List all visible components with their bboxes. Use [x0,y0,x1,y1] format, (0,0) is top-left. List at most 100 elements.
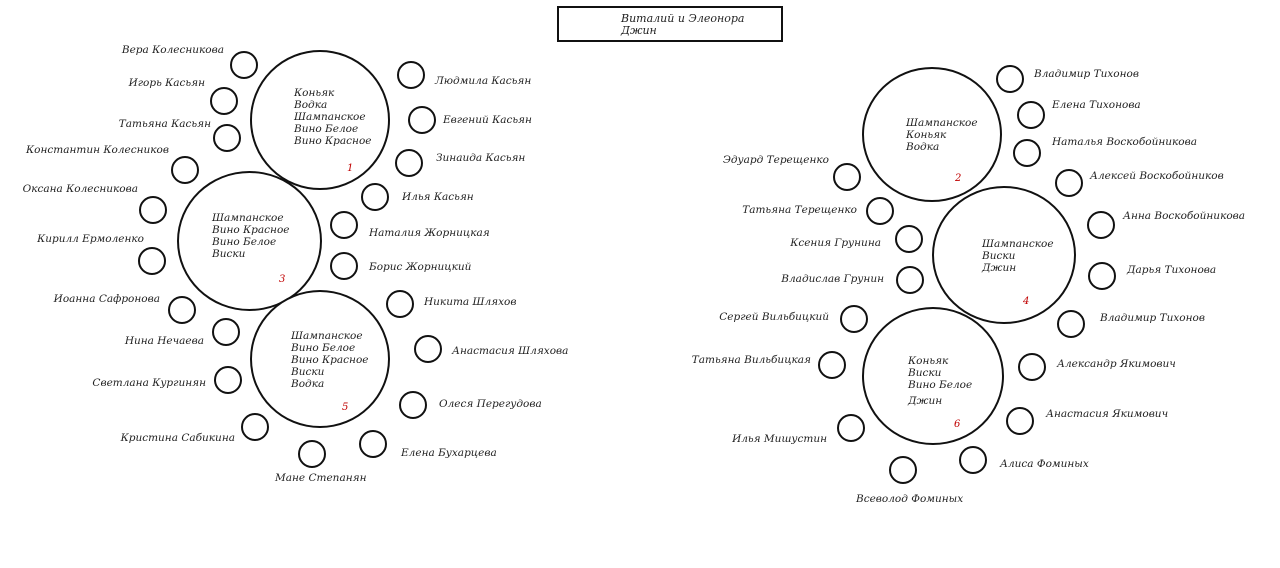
table-3-number: 3 [279,274,286,285]
table-3-drink: Виски [212,248,246,260]
guest-name: Мане Степанян [275,472,367,484]
guest-name: Илья Мишустин [732,433,827,445]
guest-name: Всеволод Фоминых [856,493,964,505]
guest-name: Наталия Жорницкая [369,227,490,239]
guest-name: Владимир Тихонов [1034,68,1139,80]
guest-name: Татьяна Вильбицкая [691,354,811,366]
table-6-number: 6 [954,419,961,430]
seat [171,156,199,184]
seat [889,456,917,484]
guest-name: Олеся Перегудова [439,398,542,410]
table-6-drink: Виски [908,367,942,379]
table-1-drink: Вино Красное [294,135,372,147]
seat [1055,169,1083,197]
guest-name: Вера Колесникова [121,44,224,56]
table-1-drink: Водка [294,99,328,111]
table-1-drink: Вино Белое [294,123,359,135]
seat [1087,211,1115,239]
newlyweds-names: Виталий и Элеонора [621,12,745,25]
seat [818,351,846,379]
guest-name: Константин Колесников [26,144,169,156]
seat [230,51,258,79]
seat [213,124,241,152]
table-4-number: 4 [1023,296,1030,307]
table-2 [862,67,1002,202]
table-5-drink: Водка [291,378,325,390]
guest-name: Анастасия Шляхова [452,345,569,357]
seat [866,197,894,225]
table-4 [932,186,1076,324]
seat [212,318,240,346]
seat [210,87,238,115]
seat [408,106,436,134]
seat [1017,101,1045,129]
guest-name: Игорь Касьян [128,77,205,89]
table-2-drink: Шампанское [906,117,978,129]
guest-name: Ксения Грунина [790,237,881,249]
seat [330,252,358,280]
table-2-number: 2 [955,173,962,184]
table-2-drink: Коньяк [906,129,947,141]
guest-name: Оксана Колесникова [22,183,138,195]
guest-name: Кристина Сабикина [120,432,235,444]
table-5-drink: Шампанское [291,330,363,342]
table-1-drink: Коньяк [294,87,335,99]
seat [138,247,166,275]
seat [1006,407,1034,435]
guest-name: Алиса Фоминых [1000,458,1089,470]
seat [395,149,423,177]
guest-name: Сергей Вильбицкий [719,311,829,323]
seat [1088,262,1116,290]
guest-name: Зинаида Касьян [436,152,526,164]
seat [330,211,358,239]
table-5-drink: Вино Белое [291,342,356,354]
table-6 [862,307,1004,445]
seat [214,366,242,394]
guest-name: Евгений Касьян [443,114,532,126]
seat [959,446,987,474]
table-5-drink: Вино Красное [291,354,369,366]
guest-name: Дарья Тихонова [1127,264,1217,276]
table-3 [177,171,322,311]
seat [298,440,326,468]
table-5-drink: Виски [291,366,325,378]
seat [399,391,427,419]
guest-name: Татьяна Терещенко [742,204,857,216]
seat [386,290,414,318]
guest-name: Илья Касьян [402,191,474,203]
guest-name: Владимир Тихонов [1100,312,1205,324]
table-5 [250,290,390,428]
guest-name: Иоанна Сафронова [53,293,160,305]
seat [359,430,387,458]
table-3-drink: Вино Белое [212,236,277,248]
guest-name: Елена Бухарцева [401,447,497,459]
guest-name: Нина Нечаева [124,335,204,347]
guest-name: Елена Тихонова [1052,99,1141,111]
table-1-drink: Шампанское [294,111,366,123]
seat [837,414,865,442]
guest-name: Никита Шляхов [424,296,517,308]
guest-name: Наталья Воскобойникова [1052,136,1197,148]
seat [896,266,924,294]
seat [1013,139,1041,167]
seat [361,183,389,211]
guest-name: Татьяна Касьян [118,118,211,130]
table-3-drink: Шампанское [212,212,284,224]
guest-name: Алексей Воскобойников [1090,170,1224,182]
seat [1018,353,1046,381]
guest-name: Анна Воскобойникова [1123,210,1246,222]
newlyweds-drink: Джин [621,24,657,37]
table-1 [250,50,390,190]
table-5-number: 5 [342,402,349,413]
seat [139,196,167,224]
seat [895,225,923,253]
seat [840,305,868,333]
table-4-drink: Джин [982,262,1017,274]
newlyweds-box: Виталий и Элеонора Джин [557,6,783,42]
table-2-drink: Водка [906,141,940,153]
table-6-drink: Коньяк [908,355,949,367]
table-1-number: 1 [347,163,354,174]
seat [414,335,442,363]
guest-name: Александр Якимович [1057,358,1176,370]
seat [1057,310,1085,338]
